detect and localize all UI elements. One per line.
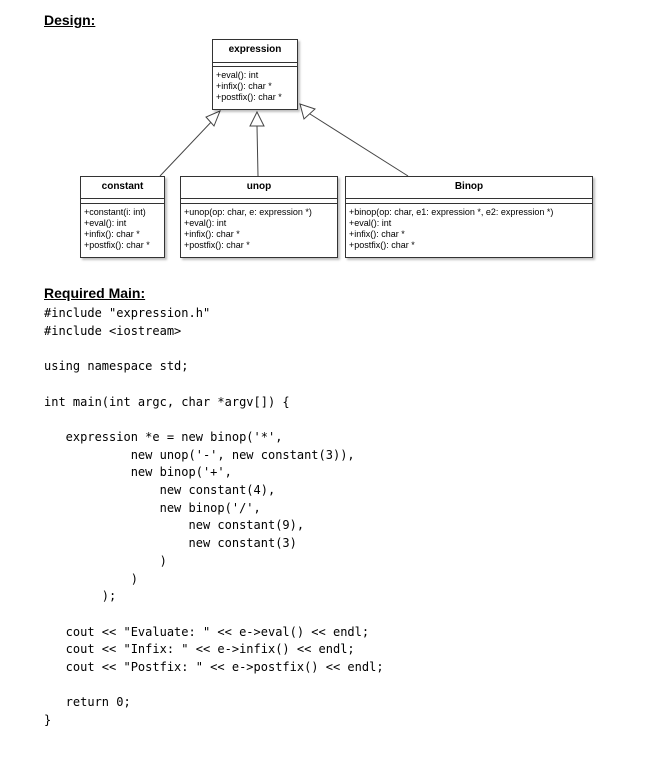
code-line: expression *e = new binop('*', (44, 429, 283, 444)
op-postfix: +postfix(): char * (184, 240, 250, 250)
code-line: new constant(9), (44, 518, 305, 533)
code-line: cout << "Evaluate: " << e->eval() << end… (44, 624, 370, 639)
code-line (44, 376, 384, 394)
code-line: new binop('+', (44, 465, 232, 480)
expression-ops: +eval(): int +infix(): char * +postfix()… (216, 70, 282, 103)
binop-arrowhead (299, 103, 316, 120)
binop-inheritance-line (309, 113, 409, 177)
constant-inheritance-line (159, 118, 215, 177)
unop-class-box: unop +unop(op: char, e: expression *) +e… (180, 176, 338, 258)
expression-class-box: expression +eval(): int +infix(): char *… (212, 39, 298, 110)
code-line: #include <iostream> (44, 323, 182, 338)
code-line: #include "expression.h" (44, 306, 211, 320)
unop-arrowhead (249, 110, 265, 127)
code-line: } (44, 713, 52, 728)
code-line: return 0; (44, 695, 131, 710)
code-line: new constant(4), (44, 483, 276, 498)
code-line: ); (44, 589, 117, 604)
op-constructor: +binop(op: char, e1: expression *, e2: e… (349, 207, 554, 217)
op-postfix: +postfix(): char * (349, 240, 415, 250)
code-line: ) (44, 571, 138, 586)
class-name-expression: expression (228, 44, 282, 55)
code-line: new binop('/', (44, 500, 261, 515)
code-line: cout << "Postfix: " << e->postfix() << e… (44, 660, 384, 675)
code-line: int main(int argc, char *argv[]) { (44, 394, 290, 409)
code-line: cout << "Infix: " << e->infix() << endl; (44, 642, 355, 657)
code-line: ) (44, 553, 167, 568)
op-infix: +infix(): char * (216, 81, 272, 91)
code-line: using namespace std; (44, 359, 189, 374)
unop-ops: +unop(op: char, e: expression *) +eval()… (184, 207, 312, 251)
binop-ops: +binop(op: char, e1: expression *, e2: e… (349, 207, 553, 251)
unop-inheritance-line (256, 125, 259, 177)
op-infix: +infix(): char * (84, 229, 140, 239)
constant-ops: +constant(i: int) +eval(): int +infix():… (84, 207, 150, 251)
constant-class-box: constant +constant(i: int) +eval(): int … (80, 176, 165, 258)
class-name-binop: Binop (454, 181, 484, 192)
code-line (44, 677, 384, 695)
op-infix: +infix(): char * (349, 229, 405, 239)
code-line: new unop('-', new constant(3)), (44, 447, 355, 462)
required-main-heading: Required Main: (44, 285, 146, 301)
inheritance-connectors (159, 103, 409, 177)
op-eval: +eval(): int (84, 218, 127, 228)
code-line (44, 340, 384, 358)
binop-class-box: Binop +binop(op: char, e1: expression *,… (345, 176, 593, 258)
op-eval: +eval(): int (184, 218, 227, 228)
op-postfix: +postfix(): char * (84, 240, 150, 250)
main-code-block: #include "expression.h" #include <iostrea… (44, 305, 384, 730)
op-infix: +infix(): char * (184, 229, 240, 239)
code-line (44, 606, 384, 624)
op-eval: +eval(): int (216, 70, 259, 80)
design-heading: Design: (44, 12, 96, 28)
code-line (44, 411, 384, 429)
op-constructor: +constant(i: int) (84, 207, 146, 217)
op-postfix: +postfix(): char * (216, 92, 282, 102)
op-eval: +eval(): int (349, 218, 392, 228)
code-line: new constant(3) (44, 536, 297, 551)
op-constructor: +unop(op: char, e: expression *) (184, 207, 312, 217)
constant-arrowhead (205, 110, 221, 127)
class-name-constant: constant (101, 181, 144, 192)
class-name-unop: unop (246, 181, 272, 192)
